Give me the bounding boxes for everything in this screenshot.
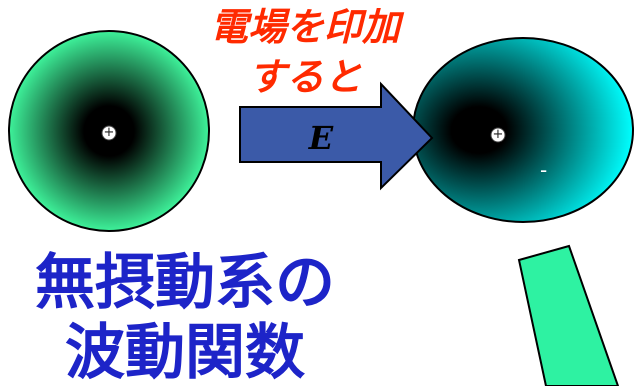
unperturbed-wavefunction-caption-line1: 無摂動系の [35,248,335,318]
apply-field-caption: 電場を印加 すると [160,2,450,102]
electric-field-label: E [308,119,334,157]
apply-field-caption-line1: 電場を印加 [209,5,400,49]
green-bar [517,244,620,386]
perturbed-nucleus-sign: + [492,127,504,142]
unperturbed-nucleus [101,125,117,141]
unperturbed-wavefunction-caption-line2: 波動関数 [65,318,305,388]
unperturbed-wavefunction-caption: 無摂動系の 波動関数 [0,248,370,388]
electric-field-arrow [239,81,434,191]
perturbed-nucleus [490,127,506,143]
electron-sign: - [540,158,548,182]
unperturbed-nucleus-sign: + [103,125,115,140]
apply-field-caption-line2: すると [247,55,362,99]
